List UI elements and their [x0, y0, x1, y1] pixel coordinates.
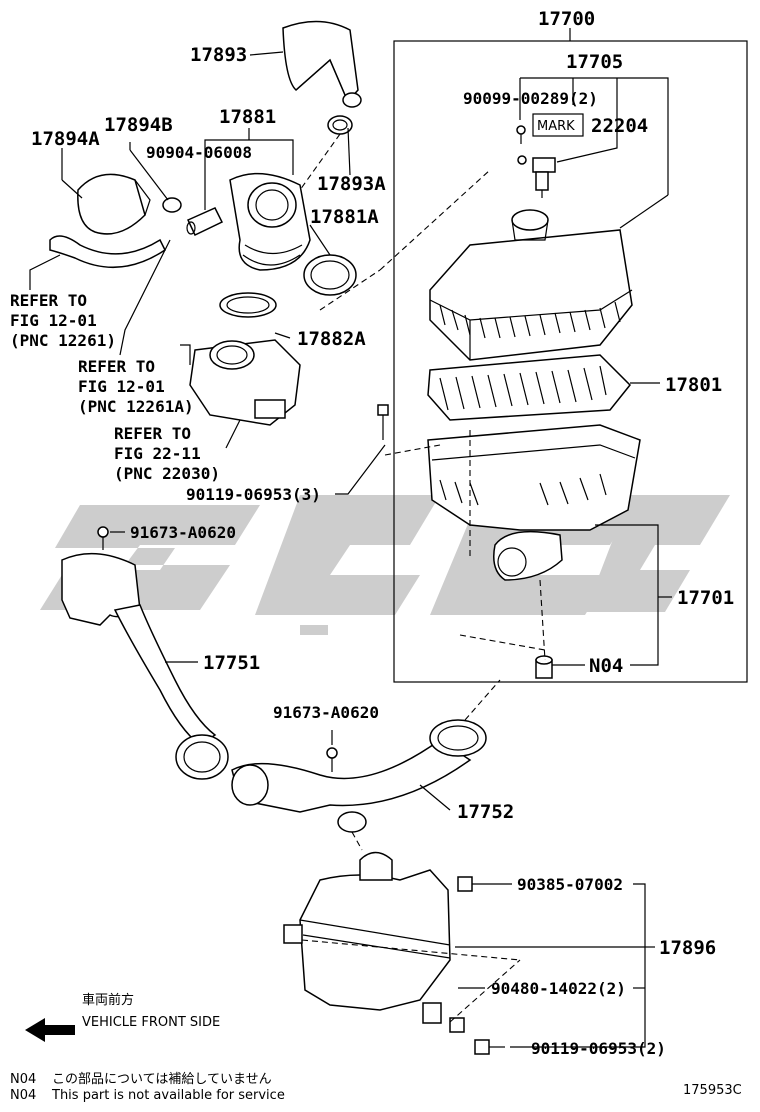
part-90904-06008 [186, 207, 224, 237]
vehicle-front-arrow [25, 1018, 75, 1042]
part-17894a [77, 173, 151, 235]
label-90385-07002: 90385-07002 [517, 875, 623, 894]
part-90119-bolt-lower [474, 1039, 505, 1055]
part-throttle-body-22030 [180, 339, 301, 426]
part-17881a-clamp [303, 254, 357, 296]
label-ref2-line2: FIG 12-01 [78, 377, 165, 396]
watermark-dot-1 [340, 595, 362, 605]
label-17881a: 17881A [310, 206, 379, 228]
part-17881 [229, 172, 311, 271]
mark-box [532, 113, 584, 137]
label-17893a: 17893A [317, 173, 386, 195]
part-17894b-clamp [162, 197, 182, 213]
label-17751: 17751 [203, 652, 260, 674]
part-17801-filter [427, 354, 632, 421]
label-ref3-line1: REFER TO [114, 424, 191, 443]
label-ref3-line2: FIG 22-11 [114, 444, 201, 463]
part-90480-collar [422, 1002, 465, 1033]
part-17751-hose [61, 552, 229, 780]
part-17896-resonator [283, 851, 451, 1011]
part-91673-bolt-middle [326, 747, 338, 772]
label-90119-06953-2: 90119-06953(2) [531, 1039, 666, 1058]
label-17701: 17701 [677, 587, 734, 609]
label-17801: 17801 [665, 374, 722, 396]
label-17894b: 17894B [104, 114, 173, 136]
label-17894a: 17894A [31, 128, 100, 150]
part-17882a-clamp [219, 292, 277, 318]
label-ref1-line3: (PNC 12261) [10, 331, 116, 350]
label-n04: N04 [589, 655, 623, 677]
part-n04-grommet [535, 655, 553, 679]
part-17705-cap [429, 209, 633, 361]
label-17881: 17881 [219, 106, 276, 128]
part-17752-hose [231, 719, 487, 833]
part-90099-00289-screw [516, 125, 527, 165]
note-en-text: This part is not available for service [51, 1088, 285, 1103]
watermark-shape-4 [585, 495, 730, 612]
part-17701-case [427, 424, 641, 581]
hose-12261 [49, 235, 166, 269]
note-jp-text: この部品については補給していません [52, 1072, 272, 1087]
label-90480-14022: 90480-14022(2) [491, 979, 626, 998]
label-ref3-line3: (PNC 22030) [114, 464, 220, 483]
label-90904-06008: 90904-06008 [146, 143, 252, 162]
label-90119-06953-3: 90119-06953(3) [186, 485, 321, 504]
label-mark: MARK [537, 119, 575, 134]
part-22204-sensor [532, 157, 556, 198]
label-17893: 17893 [190, 44, 247, 66]
part-91673-bolt-left [97, 526, 109, 550]
part-17893 [282, 20, 362, 108]
label-17705: 17705 [566, 51, 623, 73]
label-ref1-line1: REFER TO [10, 291, 87, 310]
label-17882a: 17882A [297, 328, 366, 350]
label-ref2-line3: (PNC 12261A) [78, 397, 194, 416]
drawing-number: 175953C [683, 1083, 742, 1098]
label-vehicle-front-jp: 車両前方 [82, 992, 134, 1008]
label-17752: 17752 [457, 801, 514, 823]
label-22204: 22204 [591, 115, 648, 137]
label-ref2-line1: REFER TO [78, 357, 155, 376]
label-17700: 17700 [538, 8, 595, 30]
note-jp-code: N04 [10, 1072, 36, 1087]
note-en-code: N04 [10, 1088, 36, 1103]
part-90119-bolt-upper [377, 404, 389, 440]
label-ref1-line2: FIG 12-01 [10, 311, 97, 330]
watermark-dot-2 [300, 625, 328, 635]
label-17896: 17896 [659, 937, 716, 959]
label-vehicle-front-en: VEHICLE FRONT SIDE [82, 1015, 220, 1030]
part-90385-grommet [457, 876, 473, 892]
label-90099-00289: 90099-00289(2) [463, 89, 598, 108]
label-91673-a0620-middle: 91673-A0620 [273, 703, 379, 722]
label-91673-a0620-left: 91673-A0620 [130, 523, 236, 542]
